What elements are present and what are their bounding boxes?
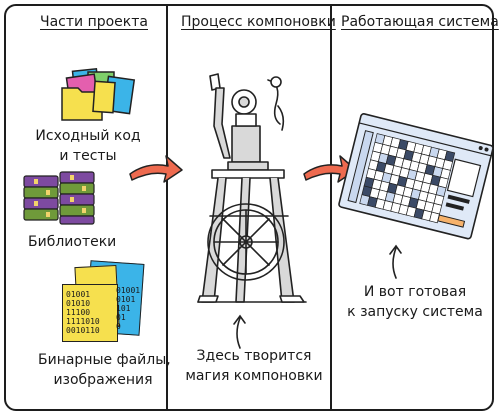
libraries-books-icon [23, 171, 95, 225]
source-code-tests-icon [61, 68, 136, 121]
system-caption: И вот готовая к запуску система [347, 284, 483, 320]
process-caption: Здесь творится магия компоновки [185, 348, 323, 384]
system-column-title: Работающая система [341, 14, 499, 30]
column-divider-right [330, 4, 332, 411]
build-machine-icon [197, 73, 307, 303]
column-divider-left [166, 4, 168, 411]
pointer-arrow-system-icon [389, 244, 402, 279]
process-column-title: Процесс компоновки [181, 14, 336, 30]
working-system-screen-icon [338, 113, 494, 240]
source-code-label: Исходный код и тесты [35, 128, 141, 164]
pointer-arrow-process-icon [233, 314, 246, 349]
binary-files-label: Бинарные файлы, изображения [38, 352, 171, 388]
arrow-to-process-icon [129, 155, 183, 183]
diagram-frame [4, 4, 494, 411]
libraries-label: Библиотеки [28, 234, 117, 250]
parts-column-title: Части проекта [40, 14, 148, 30]
